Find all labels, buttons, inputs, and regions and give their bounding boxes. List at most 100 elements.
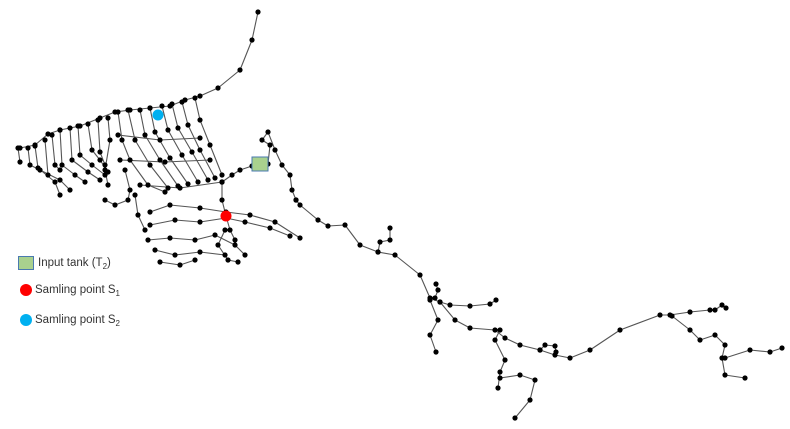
junction-node-icon [232, 242, 238, 248]
junction-node-icon [495, 385, 501, 391]
legend-item-sampling-s2: Samling point S2 [20, 314, 120, 328]
junction-node-icon [165, 127, 171, 133]
junction-node-icon [177, 185, 183, 191]
junction-node-icon [467, 303, 473, 309]
junction-node-icon [502, 357, 508, 363]
junction-node-icon [97, 149, 103, 155]
input-tank-swatch-icon [18, 256, 34, 270]
junction-node-icon [179, 152, 185, 158]
junction-node-icon [197, 219, 203, 225]
junction-node-icon [265, 129, 271, 135]
junction-node-icon [72, 172, 78, 178]
junction-node-icon [447, 302, 453, 308]
junction-node-icon [205, 177, 211, 183]
junction-node-icon [212, 232, 218, 238]
junction-node-icon [433, 281, 439, 287]
junction-node-icon [27, 162, 33, 168]
junction-node-icon [242, 219, 248, 225]
junction-node-icon [222, 227, 228, 233]
junction-node-icon [517, 372, 523, 378]
junction-node-icon [197, 147, 203, 153]
junction-node-icon [145, 237, 151, 243]
junction-node-icon [162, 159, 168, 165]
junction-node-icon [232, 237, 238, 243]
junction-node-icon [532, 377, 538, 383]
pipe-junction-nodes [15, 9, 785, 421]
junction-node-icon [567, 355, 573, 361]
junction-node-icon [132, 137, 138, 143]
junction-node-icon [162, 189, 168, 195]
junction-node-icon [267, 225, 273, 231]
junction-node-icon [195, 179, 201, 185]
junction-node-icon [135, 212, 141, 218]
junction-node-icon [197, 205, 203, 211]
junction-node-icon [152, 129, 158, 135]
junction-node-icon [147, 222, 153, 228]
junction-node-icon [192, 257, 198, 263]
junction-node-icon [132, 192, 138, 198]
junction-node-icon [492, 327, 498, 333]
junction-node-icon [107, 137, 113, 143]
junction-node-icon [225, 257, 231, 263]
junction-node-icon [342, 222, 348, 228]
junction-node-icon [137, 182, 143, 188]
junction-node-icon [657, 312, 663, 318]
junction-node-icon [59, 162, 65, 168]
junction-node-icon [207, 157, 213, 163]
junction-node-icon [172, 217, 178, 223]
junction-node-icon [377, 239, 383, 245]
junction-node-icon [67, 125, 73, 131]
junction-node-icon [242, 252, 248, 258]
junction-node-icon [49, 132, 55, 138]
junction-node-icon [95, 117, 101, 123]
junction-node-icon [175, 125, 181, 131]
junction-node-icon [552, 343, 558, 349]
junction-node-icon [255, 9, 261, 15]
junction-node-icon [197, 135, 203, 141]
junction-node-icon [82, 179, 88, 185]
junction-node-icon [215, 242, 221, 248]
junction-node-icon [437, 299, 443, 305]
junction-node-icon [432, 295, 438, 301]
junction-node-icon [722, 372, 728, 378]
junction-node-icon [512, 415, 518, 421]
junction-node-icon [215, 85, 221, 91]
junction-node-icon [102, 162, 108, 168]
sampling-point-s2-marker [152, 109, 164, 121]
junction-node-icon [179, 99, 185, 105]
junction-node-icon [167, 202, 173, 208]
junction-node-icon [272, 219, 278, 225]
input-tank-marker [251, 156, 269, 172]
junction-node-icon [287, 233, 293, 239]
junction-node-icon [229, 172, 235, 178]
junction-node-icon [235, 259, 241, 265]
junction-node-icon [167, 235, 173, 241]
junction-node-icon [497, 327, 503, 333]
junction-node-icon [502, 335, 508, 341]
junction-node-icon [493, 297, 499, 303]
junction-node-icon [112, 202, 118, 208]
junction-node-icon [57, 167, 63, 173]
junction-node-icon [492, 337, 498, 343]
junction-node-icon [127, 157, 133, 163]
junction-node-icon [197, 117, 203, 123]
junction-node-icon [119, 137, 125, 143]
junction-node-icon [375, 249, 381, 255]
junction-node-icon [219, 179, 225, 185]
junction-node-icon [212, 175, 218, 181]
junction-node-icon [697, 337, 703, 343]
junction-node-icon [192, 95, 198, 101]
junction-node-icon [15, 145, 21, 151]
junction-node-icon [75, 123, 81, 129]
junction-node-icon [57, 192, 63, 198]
junction-node-icon [719, 302, 725, 308]
junction-node-icon [45, 172, 51, 178]
junction-node-icon [669, 313, 675, 319]
junction-node-icon [249, 37, 255, 43]
legend-item-input-tank: Input tank (T2) [18, 256, 111, 271]
junction-node-icon [25, 145, 31, 151]
junction-node-icon [207, 142, 213, 148]
junction-node-icon [237, 67, 243, 73]
junction-node-icon [57, 177, 63, 183]
junction-node-icon [435, 317, 441, 323]
